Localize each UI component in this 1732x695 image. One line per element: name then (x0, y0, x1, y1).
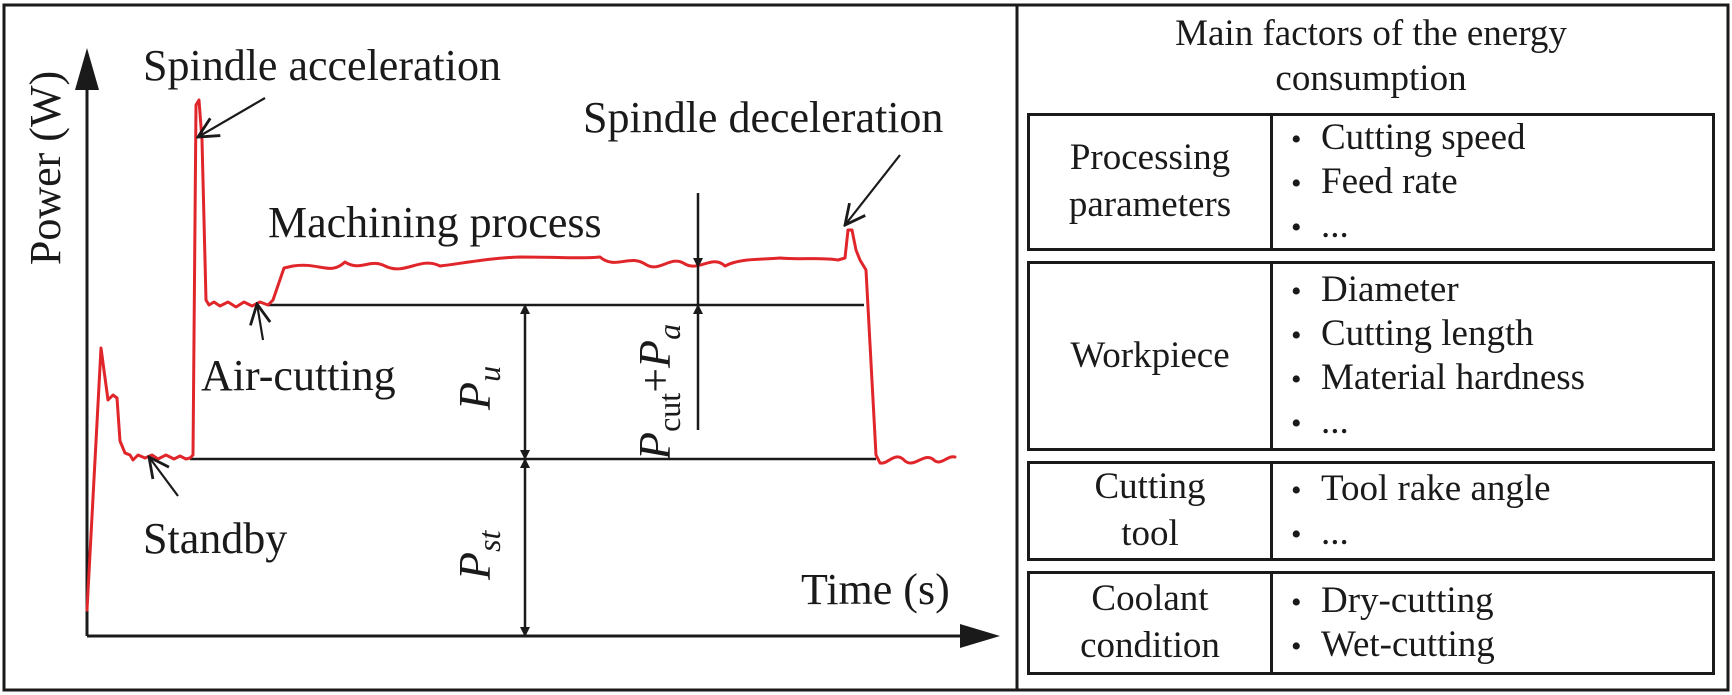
category-line1: Cutting (1094, 466, 1206, 508)
bullet-icon: • (1291, 363, 1302, 396)
list-item: •Wet-cutting (1291, 624, 1495, 665)
list-item: •... (1291, 512, 1349, 553)
list-item: •Tool rake angle (1291, 467, 1551, 509)
x-axis-label: Time (s) (801, 565, 950, 614)
pu-label: Pu (449, 366, 507, 411)
air-cutting-label: Air-cutting (201, 351, 396, 400)
factor-category: Cutting tool (1030, 464, 1273, 558)
category-line1: Coolant (1091, 578, 1209, 620)
spindle-deceleration-label: Spindle deceleration (583, 93, 943, 142)
pcut-pa-label: Pcut+Pa (629, 324, 687, 461)
spindle-deceleration-arrow (845, 154, 901, 225)
list-item: •Material hardness (1291, 357, 1586, 398)
spindle-acceleration-label: Spindle acceleration (143, 41, 501, 90)
factor-row-cutting-tool: Cutting tool •Tool rake angle •... (1027, 461, 1715, 561)
factor-row-workpiece: Workpiece •Diameter •Cutting length •Mat… (1027, 261, 1715, 451)
factor-items: •Tool rake angle •... (1273, 464, 1712, 558)
bullet-icon: • (1291, 407, 1302, 441)
machining-process-label: Machining process (268, 198, 602, 247)
list-item: •Cutting speed (1291, 116, 1526, 158)
table-header-line2: consumption (1275, 58, 1467, 99)
factor-items: •Dry-cutting •Wet-cutting (1273, 574, 1712, 672)
factor-row-processing: Processing parameters •Cutting speed •Fe… (1027, 113, 1715, 251)
pst-label: Pst (449, 529, 507, 581)
bullet-icon: • (1291, 122, 1302, 156)
list-item: •Feed rate (1291, 161, 1458, 202)
factor-items: •Cutting speed •Feed rate •... (1273, 116, 1712, 248)
figure-border (2, 3, 1730, 692)
bullet-icon: • (1291, 167, 1302, 200)
list-item: •Dry-cutting (1291, 579, 1494, 621)
table-header-line1: Main factors of the energy (1175, 12, 1567, 54)
list-item: •Cutting length (1291, 312, 1534, 354)
list-item: •Diameter (1291, 268, 1459, 310)
category-line2: tool (1121, 513, 1179, 554)
standby-label: Standby (143, 514, 287, 563)
factor-row-coolant: Coolant condition •Dry-cutting •Wet-cutt… (1027, 571, 1715, 675)
bullet-icon: • (1291, 318, 1302, 352)
factor-category: Coolant condition (1030, 574, 1273, 672)
y-axis-label: Power (W) (21, 71, 70, 265)
bullet-icon: • (1291, 211, 1302, 245)
air-cutting-arrow (257, 304, 263, 341)
table-header: Main factors of the energy consumption (1017, 8, 1725, 104)
factor-category: Workpiece (1030, 264, 1273, 448)
spindle-acceleration-arrow (198, 97, 266, 137)
factor-category: Processing parameters (1030, 116, 1273, 248)
category-line1: Processing (1069, 137, 1231, 179)
bullet-icon: • (1291, 585, 1302, 619)
x-axis-arrowhead (960, 624, 1000, 648)
standby-arrow (149, 457, 179, 497)
category-line2: condition (1080, 625, 1220, 666)
list-item: •... (1291, 205, 1349, 247)
energy-factors-table: Main factors of the energy consumption P… (1017, 8, 1725, 688)
list-item: •... (1291, 401, 1349, 443)
category-line1: Workpiece (1070, 334, 1230, 376)
factor-items: •Diameter •Cutting length •Material hard… (1273, 264, 1712, 448)
bullet-icon: • (1291, 518, 1302, 551)
bullet-icon: • (1291, 630, 1302, 663)
bullet-icon: • (1291, 274, 1302, 308)
bullet-icon: • (1291, 473, 1302, 507)
y-axis-arrowhead (75, 48, 99, 90)
category-line2: parameters (1068, 184, 1232, 225)
